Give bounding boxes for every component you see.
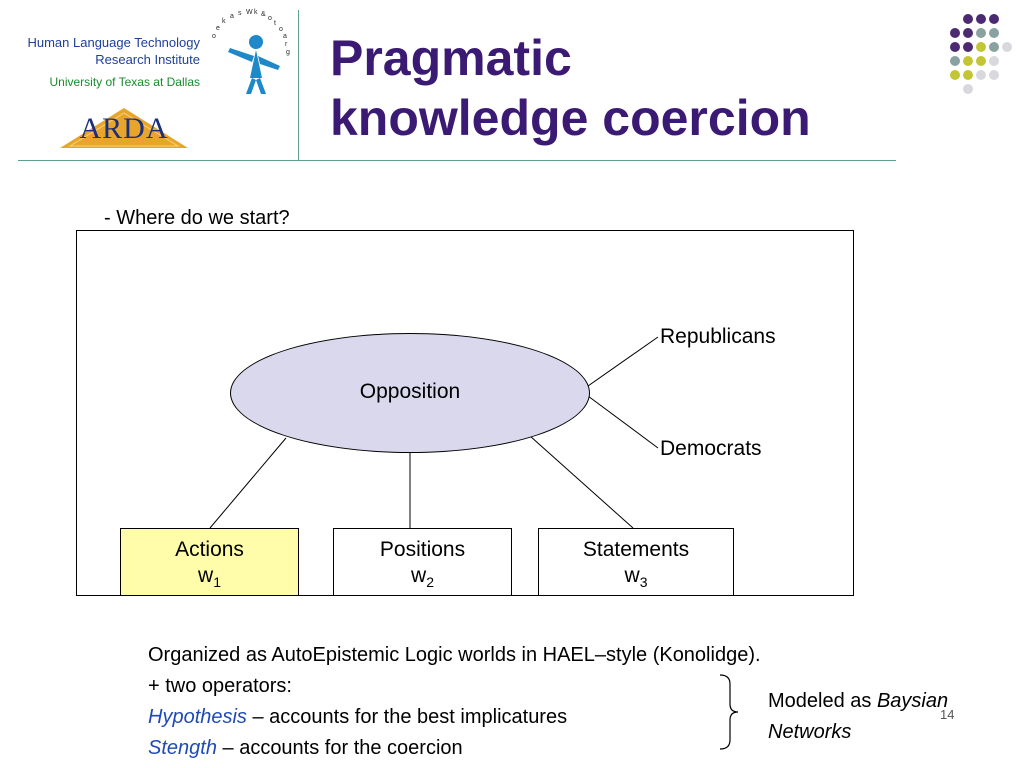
svg-text:&: & [261,11,266,18]
decorative-dot [963,56,973,66]
svg-text:s: s [238,10,242,17]
decorative-dot [989,28,999,38]
svg-text:k: k [222,18,226,25]
decorative-dot [989,14,999,24]
positions-label: Positions [379,538,466,561]
decorative-dot [963,42,973,52]
democrats-label: Democrats [660,437,762,460]
hypothesis-term: Hypothesis [148,706,247,728]
decorative-dot [976,42,986,52]
opposition-node [230,333,590,453]
institute-name-line2: Research Institute [95,52,200,67]
decorative-dot [976,14,986,24]
decorative-dot [976,56,986,66]
diagram-intro: - Where do we start? [104,207,290,229]
body-line-1: Organized as AutoEpistemic Logic worlds … [148,644,761,666]
decorative-dot [950,56,960,66]
decorative-dot [950,42,960,52]
statements-box: Statements w3 [538,528,734,596]
actions-box: Actions w1 [120,528,299,596]
decorative-dot [963,70,973,80]
slide-title-line1: Pragmatic [330,30,572,86]
decorative-dot [976,28,986,38]
svg-text:W: W [246,9,253,16]
decorative-dot [963,84,973,94]
networks-term: Networks [768,721,852,743]
svg-text:o: o [212,33,216,40]
svg-text:e: e [216,25,220,32]
decorative-dot [963,14,973,24]
svg-text:g: g [286,49,290,56]
actions-label: Actions [175,538,244,561]
page-number: 14 [940,707,955,722]
republicans-label: Republicans [660,325,776,348]
positions-weight: w2 [411,564,434,591]
slide-title: Pragmatic knowledge coercion [330,28,890,148]
statements-weight: w3 [624,564,648,591]
svg-text:a: a [230,13,234,20]
decorative-dot [950,28,960,38]
strength-term: Stength [148,737,217,759]
decorative-dot [989,42,999,52]
institute-name-line1: Human Language Technology [27,35,200,50]
decorative-dot [963,28,973,38]
decorative-dot [950,70,960,80]
svg-text:k: k [254,9,258,16]
body-line-3: Hypothesis – accounts for the best impli… [148,706,568,728]
decorative-dot [1002,42,1012,52]
baysian-term: Baysian [876,690,949,712]
positions-box: Positions w2 [333,528,512,596]
actions-weight: w1 [198,564,221,591]
svg-text:r: r [285,41,288,48]
arda-logo-text: ARDA [79,112,169,145]
opposition-node-label: Opposition [359,380,461,403]
svg-text:o: o [279,26,283,33]
decorative-dot [989,56,999,66]
decorative-dot [989,70,999,80]
svg-text:o: o [268,15,272,22]
arda-logo [60,108,188,148]
body-line-2: + two operators: [148,675,292,697]
svg-text:t: t [274,20,276,27]
header-horizontal-rule [18,160,896,161]
decorative-dot-grid [950,14,1014,104]
body-line-4: Stength – accounts for the coercion [148,737,463,759]
modeled-note: Modeled as Baysian Networks [768,690,949,743]
body-text: Organized as AutoEpistemic Logic worlds … [148,640,948,764]
header-vertical-rule [298,10,299,160]
statements-label: Statements [582,538,690,561]
right-brace [719,674,739,750]
slide-title-line2: knowledge coercion [330,90,811,146]
decorative-dot [976,70,986,80]
university-name: University of Texas at Dallas [49,75,200,89]
svg-text:a: a [283,33,287,40]
